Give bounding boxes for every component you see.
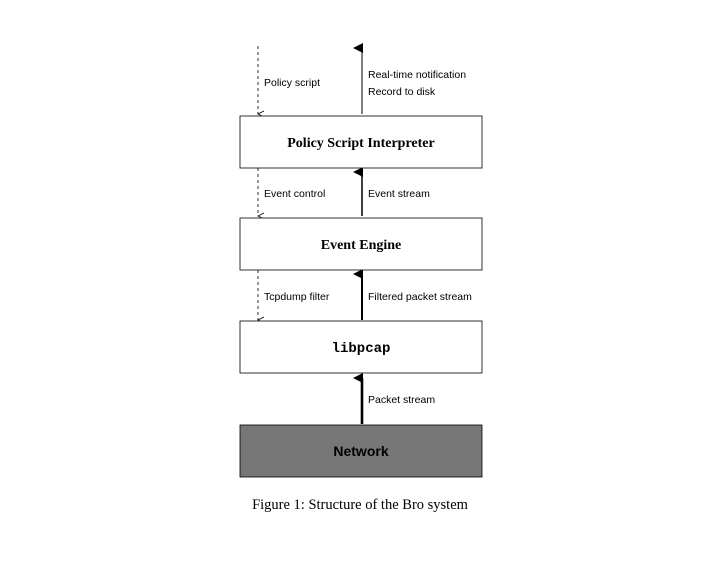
- libpcap-box: [239, 320, 483, 374]
- event-control-label: Event control: [264, 188, 325, 200]
- policy-script-label: Policy script: [264, 77, 320, 89]
- figure-caption: Figure 1: Structure of the Bro system: [252, 497, 469, 513]
- event-engine-box: [239, 217, 483, 271]
- record-to-disk-label: Record to disk: [368, 86, 436, 98]
- network-box: [239, 424, 483, 478]
- policy-interpreter-title: Policy Script Interpreter: [287, 136, 434, 151]
- network-title: Network: [333, 443, 388, 459]
- event-stream-label: Event stream: [368, 188, 430, 200]
- tcpdump-filter-label: Tcpdump filter: [264, 291, 330, 303]
- policy-interpreter-box: [239, 115, 483, 169]
- libpcap-title: libpcap: [332, 341, 391, 357]
- packet-stream-label: Packet stream: [368, 394, 435, 406]
- realtime-notification-label: Real-time notification: [368, 69, 466, 81]
- filtered-packet-stream-label: Filtered packet stream: [368, 291, 472, 303]
- event-engine-title: Event Engine: [321, 238, 402, 253]
